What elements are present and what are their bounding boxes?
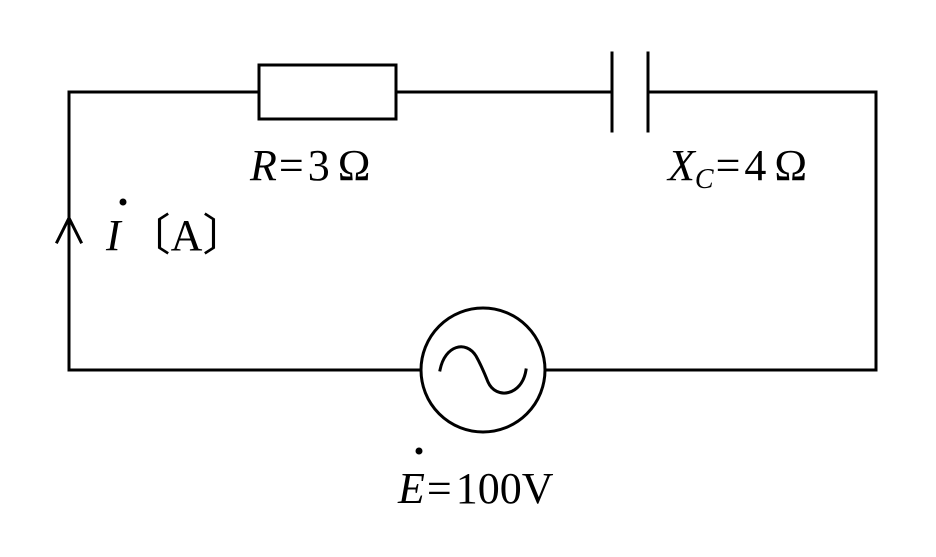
resistor-symbol-text: R (249, 141, 277, 190)
current-dot-icon (119, 198, 127, 206)
source-value: 100V (456, 464, 554, 513)
source-label: E=100V (397, 464, 554, 513)
capacitor-equals: = (716, 141, 741, 190)
resistor-unit: Ω (338, 141, 371, 190)
capacitor-symbol (610, 51, 650, 133)
resistor-symbol (257, 63, 398, 121)
current-arrow-icon (54, 214, 84, 245)
source-dot-icon (415, 447, 423, 455)
capacitor-value: 4 (744, 141, 766, 190)
current-label: I〔A〕 (105, 211, 246, 260)
source-equals: = (427, 464, 452, 513)
source-symbol: E (397, 464, 425, 513)
sine-wave-icon (438, 345, 528, 395)
ac-source-circle (419, 306, 547, 434)
current-unit: 〔A〕 (127, 211, 247, 260)
capacitor-symbol-text: X (666, 141, 697, 190)
ac-source-symbol (419, 306, 547, 434)
circuit-wires (67, 90, 878, 372)
resistor-equals: = (279, 141, 304, 190)
resistor-value: 3 (308, 141, 330, 190)
current-symbol: I (105, 211, 123, 260)
capacitor-unit: Ω (774, 141, 807, 190)
capacitor-subscript: C (695, 164, 714, 195)
